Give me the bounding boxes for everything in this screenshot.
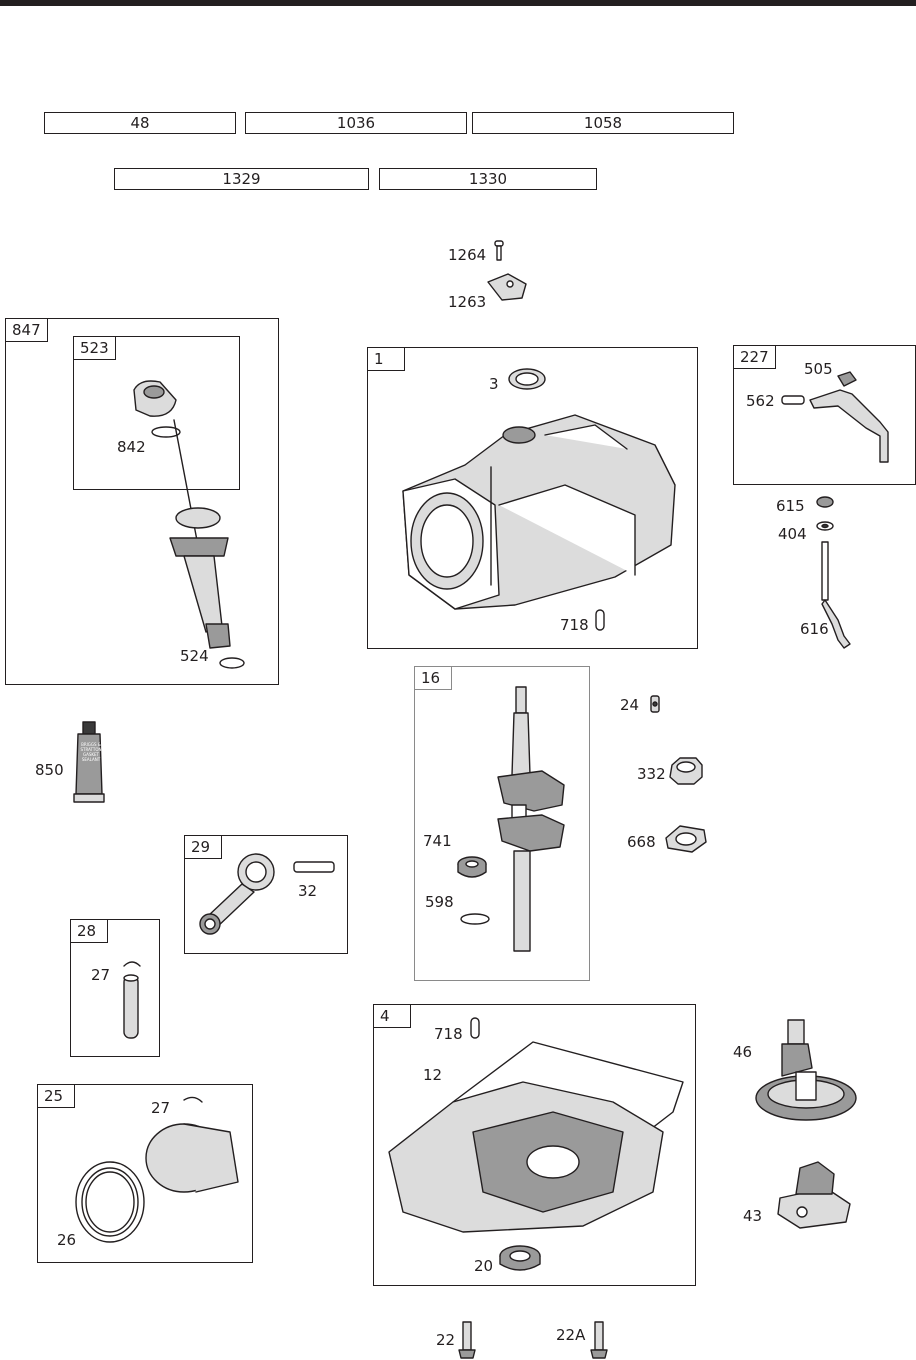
washer-668-icon <box>665 825 707 853</box>
kit-box-1330[interactable]: 1330 <box>379 168 597 190</box>
part-label-24[interactable]: 24 <box>620 696 640 714</box>
part-label-668[interactable]: 668 <box>627 833 656 851</box>
kit-box-1329[interactable]: 1329 <box>114 168 369 190</box>
part-label-598[interactable]: 598 <box>425 893 454 911</box>
group-label-1[interactable]: 1 <box>367 347 405 371</box>
cylinder-block-icon <box>402 414 676 610</box>
dowel-718-upper-icon <box>595 609 605 631</box>
part-label-615[interactable]: 615 <box>776 497 805 515</box>
group-box-847: 847 <box>5 318 279 685</box>
group-label-16[interactable]: 16 <box>414 666 452 690</box>
header-bar <box>0 0 916 6</box>
group-box-25: 25 <box>37 1084 253 1263</box>
sealant-tube-icon <box>73 721 105 803</box>
kit-box-1058[interactable]: 1058 <box>472 112 734 134</box>
part-label-26[interactable]: 26 <box>57 1231 77 1249</box>
group-label-847[interactable]: 847 <box>5 318 48 342</box>
part-label-32[interactable]: 32 <box>298 882 318 900</box>
group-label-523[interactable]: 523 <box>73 336 116 360</box>
part-label-842[interactable]: 842 <box>117 438 146 456</box>
nut-615-icon <box>816 496 834 508</box>
part-label-524[interactable]: 524 <box>180 647 209 665</box>
piston-and-rings-icon <box>75 1096 239 1243</box>
nut-332-icon <box>669 757 703 785</box>
key-24-icon <box>650 695 660 713</box>
group-box-29: 29 <box>184 835 348 954</box>
timing-gear-741-icon <box>457 856 487 878</box>
governor-gear-43-icon <box>777 1161 851 1229</box>
part-label-850[interactable]: 850 <box>35 761 64 779</box>
part-label-46[interactable]: 46 <box>733 1043 753 1061</box>
group-box-16: 16 <box>414 666 590 981</box>
oil-seal-20-icon <box>499 1245 541 1271</box>
dipstick-tube-icon <box>133 380 245 669</box>
part-label-718-lower[interactable]: 718 <box>434 1025 463 1043</box>
part-label-22a[interactable]: 22A <box>556 1326 586 1344</box>
group-label-29[interactable]: 29 <box>184 835 222 859</box>
group-label-227[interactable]: 227 <box>733 345 776 369</box>
sealant-tube-text: BRIGGS & STRATTON GASKET SEALANT <box>80 742 102 762</box>
group-box-4: 4 <box>373 1004 696 1286</box>
group-label-28[interactable]: 28 <box>70 919 108 943</box>
governor-lever-icon <box>781 371 889 463</box>
piston-pin-icon <box>123 961 141 1039</box>
group-label-25[interactable]: 25 <box>37 1084 75 1108</box>
governor-shaft-icon <box>821 541 851 649</box>
washer-404-icon <box>816 521 834 531</box>
screw-1264-icon <box>494 240 504 261</box>
part-label-718-upper[interactable]: 718 <box>560 616 589 634</box>
group-label-4[interactable]: 4 <box>373 1004 411 1028</box>
part-label-741[interactable]: 741 <box>423 832 452 850</box>
connecting-rod-icon <box>199 853 335 935</box>
part-label-505[interactable]: 505 <box>804 360 833 378</box>
part-label-1263[interactable]: 1263 <box>448 293 487 311</box>
part-label-12[interactable]: 12 <box>423 1066 443 1084</box>
group-box-1: 1 <box>367 347 698 649</box>
bolt-22a-icon <box>590 1321 608 1359</box>
dowel-718-lower-icon <box>470 1017 480 1039</box>
bracket-1263-icon <box>487 273 527 301</box>
kit-box-48[interactable]: 48 <box>44 112 236 134</box>
part-label-43[interactable]: 43 <box>743 1207 763 1225</box>
part-label-3[interactable]: 3 <box>489 375 499 393</box>
part-label-1264[interactable]: 1264 <box>448 246 487 264</box>
part-label-332[interactable]: 332 <box>637 765 666 783</box>
part-label-616[interactable]: 616 <box>800 620 829 638</box>
part-label-27-lower[interactable]: 27 <box>151 1099 171 1117</box>
bolt-22-icon <box>458 1321 476 1359</box>
camshaft-46-icon <box>755 1019 857 1121</box>
part-label-20[interactable]: 20 <box>474 1257 494 1275</box>
kit-box-1036[interactable]: 1036 <box>245 112 467 134</box>
seal-3-icon <box>508 368 546 390</box>
part-label-22[interactable]: 22 <box>436 1331 456 1349</box>
group-box-28: 28 <box>70 919 160 1057</box>
part-label-562[interactable]: 562 <box>746 392 775 410</box>
group-box-523: 523 <box>73 336 240 490</box>
crankcase-cover-icon <box>388 1041 684 1233</box>
crankshaft-icon <box>497 686 565 952</box>
part-label-27-upper[interactable]: 27 <box>91 966 111 984</box>
ring-598-icon <box>460 913 490 925</box>
part-label-404[interactable]: 404 <box>778 525 807 543</box>
